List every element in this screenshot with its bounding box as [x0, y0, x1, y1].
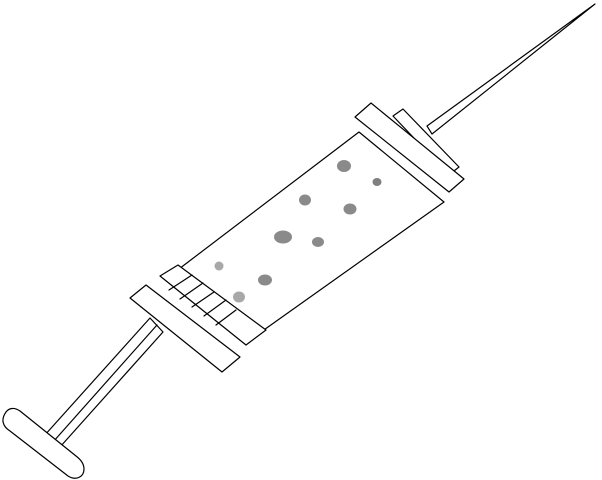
plunger-seal-line — [191, 291, 215, 308]
plunger-rod-groove — [52, 324, 158, 443]
finger-flange — [129, 284, 241, 373]
bubble — [299, 194, 311, 206]
plunger-rod — [43, 317, 164, 448]
plunger-seal-line — [179, 282, 204, 300]
bubble — [337, 160, 351, 172]
plunger-seal — [159, 264, 267, 346]
bubble — [214, 261, 224, 271]
plunger-seal-line — [203, 299, 227, 317]
bubble — [274, 230, 292, 244]
thumb-rest — [2, 407, 85, 479]
bubble — [233, 291, 245, 303]
bubble — [258, 274, 272, 286]
needle — [426, 3, 596, 135]
plunger-seal-line — [215, 309, 237, 326]
bubble — [312, 237, 324, 247]
barrel-top-flange — [354, 102, 465, 193]
bubble — [372, 178, 382, 186]
plunger-seal-line — [168, 274, 193, 291]
bubble — [343, 203, 357, 215]
